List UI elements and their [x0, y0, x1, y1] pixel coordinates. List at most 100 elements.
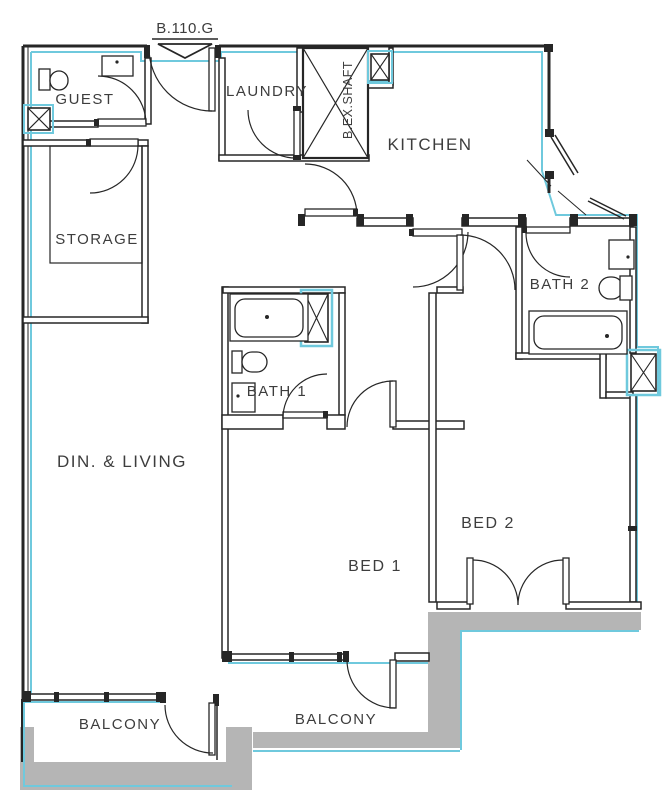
guest-toilet-tank-icon: [38, 68, 51, 91]
french-door-left-arc: [472, 559, 519, 606]
room-label-balcony1: BALCONY: [79, 716, 161, 733]
kitchen-east-door-leaf2: [587, 197, 627, 220]
room-label-dining: DIN. & LIVING: [57, 452, 187, 471]
bath1-sink-icon: [231, 382, 256, 413]
kitchen-east-door-swing: [557, 190, 587, 216]
laundry-left-wall: [218, 57, 226, 161]
laundry-door-leaf: [293, 109, 301, 159]
kitchen-east-door-swing2: [526, 159, 552, 187]
room-label-storage: STORAGE: [55, 231, 139, 248]
bath1-south-wall-a: [221, 414, 284, 430]
door-arc-bath1: [282, 373, 328, 419]
entry-corridor-wall: [22, 139, 91, 147]
room-label-bed2: BED 2: [461, 515, 515, 532]
bath2-sink-icon: [608, 239, 635, 270]
bath1-sink-faucet: [236, 394, 240, 398]
room-label-bed1: BED 1: [348, 558, 402, 575]
entrance-door-leaf: [208, 47, 216, 112]
bath2-toilet-tank-icon: [619, 275, 633, 301]
entrance-arrow-icon: [157, 43, 213, 60]
bath2-bathtub-drain: [605, 334, 609, 338]
bed-divider-wall: [428, 292, 437, 603]
bath2-bathtub-inner: [533, 315, 623, 350]
bath1-south-wall-b: [326, 414, 346, 430]
bath2-west-wall: [515, 226, 523, 360]
shaft-x-icon: [370, 53, 390, 81]
door-arc-guest: [97, 75, 147, 125]
door-arc-corridor: [412, 231, 469, 288]
door-arc-storage: [89, 144, 139, 194]
hall-wall-jambs: [298, 214, 637, 226]
living-window: [22, 693, 165, 701]
guest-toilet-icon: [49, 70, 69, 91]
east-wall-lower: [629, 394, 637, 603]
fixtures: [38, 55, 635, 413]
window-mullions: [22, 526, 637, 706]
vent-shaft-bath2: [625, 348, 662, 397]
room-label-bath1: BATH 1: [247, 383, 307, 400]
corridor-door-leaf: [412, 228, 463, 237]
kitchen-east-door-leaf: [550, 134, 579, 176]
bath1-bathtub-inner: [234, 298, 304, 338]
storage-south-wall: [22, 316, 149, 324]
storage-door-leaf: [89, 138, 139, 147]
parapet-mid-balcony: [253, 732, 461, 748]
door-hinges: [86, 106, 527, 418]
room-label-bath2: BATH 2: [530, 276, 590, 293]
parapet-bed2-edge: [428, 612, 641, 732]
shaft-x-icon: [630, 353, 657, 392]
unit-label: B.110.G: [156, 20, 213, 37]
shafts: [23, 46, 662, 397]
hall-south-wall: [356, 217, 634, 227]
vent-shaft-guest: [23, 104, 54, 134]
room-label-laundry: LAUNDRY: [226, 83, 308, 100]
door-arc-balcony2: [346, 659, 396, 709]
french-door-right-leaf: [562, 557, 570, 605]
bath2-door-leaf: [525, 226, 571, 234]
balcony2-door-leaf: [389, 659, 397, 709]
french-door-right-arc: [517, 559, 564, 606]
door-arc-balcony1: [164, 704, 214, 754]
guest-sink-icon: [101, 55, 134, 77]
vent-shaft-small: [367, 50, 393, 84]
kitchen-door-leaf: [304, 208, 358, 217]
door-arc-laundry: [247, 109, 297, 159]
living-right-wall: [221, 286, 229, 659]
bed2-door-leaf: [456, 234, 464, 291]
door-arc-bath2: [525, 232, 571, 278]
interior-walls: [22, 47, 642, 662]
shaft-x-icon: [302, 47, 369, 159]
parapet-left-balcony: [20, 727, 252, 790]
guest-door-leaf: [97, 118, 147, 127]
guest-right-wall: [144, 57, 152, 125]
door-arc-entrance: [148, 47, 213, 112]
room-labels: GUEST LAUNDRY B.EX.SHAFT KITCHEN STORAGE…: [55, 61, 590, 733]
room-label-guest: GUEST: [55, 91, 114, 108]
shaft-x-icon: [27, 107, 51, 131]
bath2-sink-faucet: [626, 255, 630, 259]
bath1-door-leaf: [282, 411, 328, 419]
french-door-left-leaf: [466, 557, 474, 605]
bed1-south-wall-stub: [394, 652, 430, 662]
balcony-parapet: [20, 612, 641, 790]
bed2-south-wall-b: [565, 601, 642, 610]
exterior-wall-blocks: [144, 44, 554, 179]
storage-right-wall: [141, 145, 149, 324]
bed2-south-wall-a: [436, 601, 471, 610]
bed1-door-leaf: [389, 380, 397, 428]
door-arc-bed1: [346, 380, 394, 428]
bath1-north-wall: [222, 286, 346, 294]
room-label-shaft: B.EX.SHAFT: [341, 61, 355, 139]
shaft-x-icon: [304, 293, 329, 343]
bath1-toilet-tank-icon: [231, 350, 243, 374]
entry-corridor-jamb: [137, 139, 149, 147]
bed1-window: [228, 653, 347, 661]
vent-shaft-main: [301, 46, 370, 160]
bath1-toilet-icon: [241, 351, 268, 373]
bath2-south-jog: [599, 352, 607, 399]
windows: [22, 653, 347, 701]
room-label-balcony2: BALCONY: [295, 711, 377, 728]
guest-sink-faucet: [115, 60, 119, 64]
